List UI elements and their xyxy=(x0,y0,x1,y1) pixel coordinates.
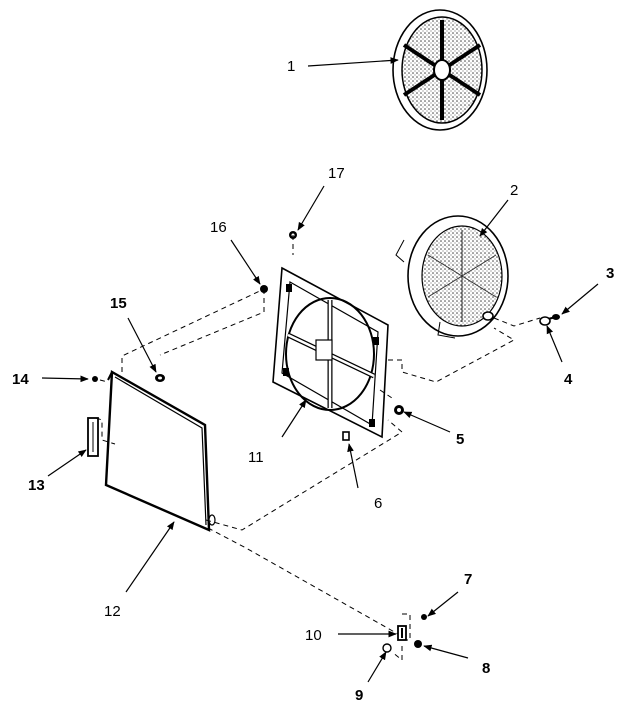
door-panel-part xyxy=(104,369,216,532)
nut-part-8 xyxy=(414,640,422,648)
leader-lines xyxy=(41,57,599,683)
callout-6: 6 xyxy=(374,495,382,512)
filter-disc-part xyxy=(392,9,488,131)
callout-2: 2 xyxy=(510,182,518,199)
screw-part-7 xyxy=(421,614,427,620)
callout-1: 1 xyxy=(287,58,295,75)
callout-15: 15 xyxy=(110,295,127,312)
square-frame-part xyxy=(272,266,389,439)
callout-14: 14 xyxy=(12,371,29,388)
callout-11: 11 xyxy=(248,449,264,466)
latch-part-10 xyxy=(397,625,407,641)
callout-13: 13 xyxy=(28,477,45,494)
callout-labels: 1 2 3 4 5 6 7 8 9 10 11 12 13 14 15 16 1… xyxy=(12,58,614,704)
callout-17: 17 xyxy=(328,165,345,182)
washer-part-5 xyxy=(394,405,404,415)
screw-part-6 xyxy=(342,431,350,441)
callout-10: 10 xyxy=(305,627,322,644)
screw-part-14 xyxy=(92,376,98,382)
callout-7: 7 xyxy=(464,571,472,588)
callout-4: 4 xyxy=(564,371,573,388)
hinge-part xyxy=(87,417,99,457)
callout-9: 9 xyxy=(355,687,363,704)
callout-3: 3 xyxy=(606,265,614,282)
round-housing-part xyxy=(395,215,509,339)
callout-5: 5 xyxy=(456,431,464,448)
callout-16: 16 xyxy=(210,219,227,236)
clip-part-4 xyxy=(539,316,551,326)
bracket-part-15 xyxy=(155,374,165,382)
assembly-lines xyxy=(95,235,541,662)
callout-8: 8 xyxy=(482,660,490,677)
callout-12: 12 xyxy=(104,603,121,620)
washer-part-9 xyxy=(382,643,392,653)
